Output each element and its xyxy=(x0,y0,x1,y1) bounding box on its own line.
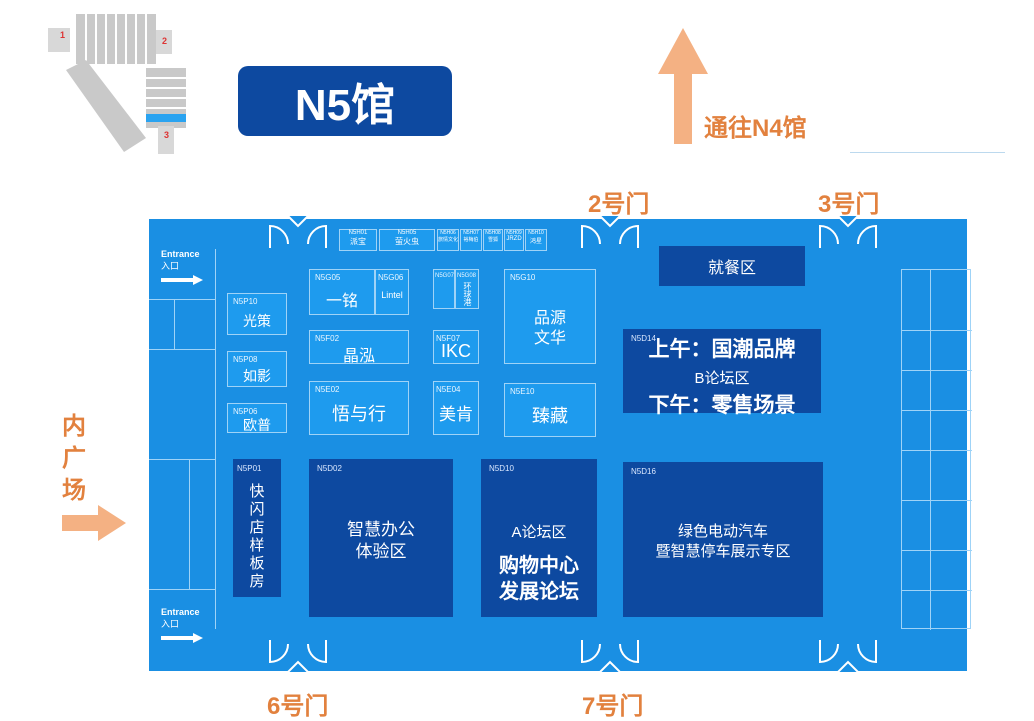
dining-area[interactable]: 就餐区 xyxy=(659,246,805,286)
entrance-bottom[interactable]: Entrance 入口 xyxy=(161,607,213,645)
divider-line xyxy=(850,152,1005,153)
entrance-en: Entrance xyxy=(161,607,200,617)
corridor-line xyxy=(189,459,190,589)
door-icon xyxy=(269,640,327,673)
inner-plaza-label-1: 内 xyxy=(62,413,86,440)
corridor-line xyxy=(149,459,215,460)
corridor-line xyxy=(174,299,175,349)
door-icon xyxy=(819,640,877,673)
minimap-label-2: 2 xyxy=(162,36,168,46)
gate-7-label: 7号门 xyxy=(582,693,644,720)
dining-label: 就餐区 xyxy=(707,260,756,277)
gate-6-label: 6号门 xyxy=(267,693,329,720)
corridor-line xyxy=(215,249,216,629)
corridor-line xyxy=(149,349,215,350)
forum-a-title-2: 发展论坛 xyxy=(499,581,579,603)
minimap-label-3: 3 xyxy=(164,130,170,140)
booth-n5d16[interactable]: N5D16 绿色电动汽车 暨智慧停车展示专区 xyxy=(623,462,823,617)
minimap-label-1: 1 xyxy=(60,30,66,40)
gate-3-label: 3号门 xyxy=(818,191,880,218)
entrance-top[interactable]: Entrance 入口 xyxy=(161,249,213,287)
service-area xyxy=(901,269,972,630)
booth-n5d02[interactable]: N5D02 智慧办公 体验区 xyxy=(309,459,453,617)
forum-b[interactable]: N5D14 上午：国潮品牌 B论坛区 下午：零售场景 xyxy=(623,329,821,417)
inner-plaza-label-2: 广 xyxy=(62,445,86,472)
entrance-cn: 入口 xyxy=(161,261,180,271)
entrance-arrow-icon xyxy=(161,275,203,285)
forum-b-afternoon: 下午：零售场景 xyxy=(648,394,796,417)
gate-2-label: 2号门 xyxy=(588,191,650,218)
forum-a-title-1: 购物中心 xyxy=(499,555,579,577)
to-n4-label: 通往N4馆 xyxy=(704,115,807,142)
booth-n5p01[interactable]: N5P01 快闪 店样 板房 xyxy=(233,459,281,597)
forum-b-label: B论坛区 xyxy=(694,370,750,387)
entrance-cn: 入口 xyxy=(161,619,180,629)
booth-n5g10[interactable]: N5G10 品源 文华 xyxy=(504,269,596,364)
entrance-en: Entrance xyxy=(161,249,200,259)
door-icon xyxy=(581,640,639,673)
door-icon xyxy=(819,215,877,248)
door-icon xyxy=(269,215,327,248)
minimap: 1 2 3 xyxy=(46,8,196,158)
hall-title: N5馆 xyxy=(238,66,452,136)
forum-b-morning: 上午：国潮品牌 xyxy=(648,338,796,361)
right-arrow-icon xyxy=(62,505,126,541)
inner-plaza-label-3: 场 xyxy=(62,477,86,504)
booth-n5g07[interactable]: N5G07 xyxy=(433,269,455,309)
door-icon xyxy=(581,215,639,248)
forum-a[interactable]: N5D10 A论坛区 购物中心 发展论坛 xyxy=(481,459,597,617)
up-arrow-icon xyxy=(658,28,708,144)
entrance-arrow-icon xyxy=(161,633,203,643)
corridor-line xyxy=(149,299,215,300)
forum-a-label: A论坛区 xyxy=(511,524,567,541)
corridor-line xyxy=(149,589,215,590)
